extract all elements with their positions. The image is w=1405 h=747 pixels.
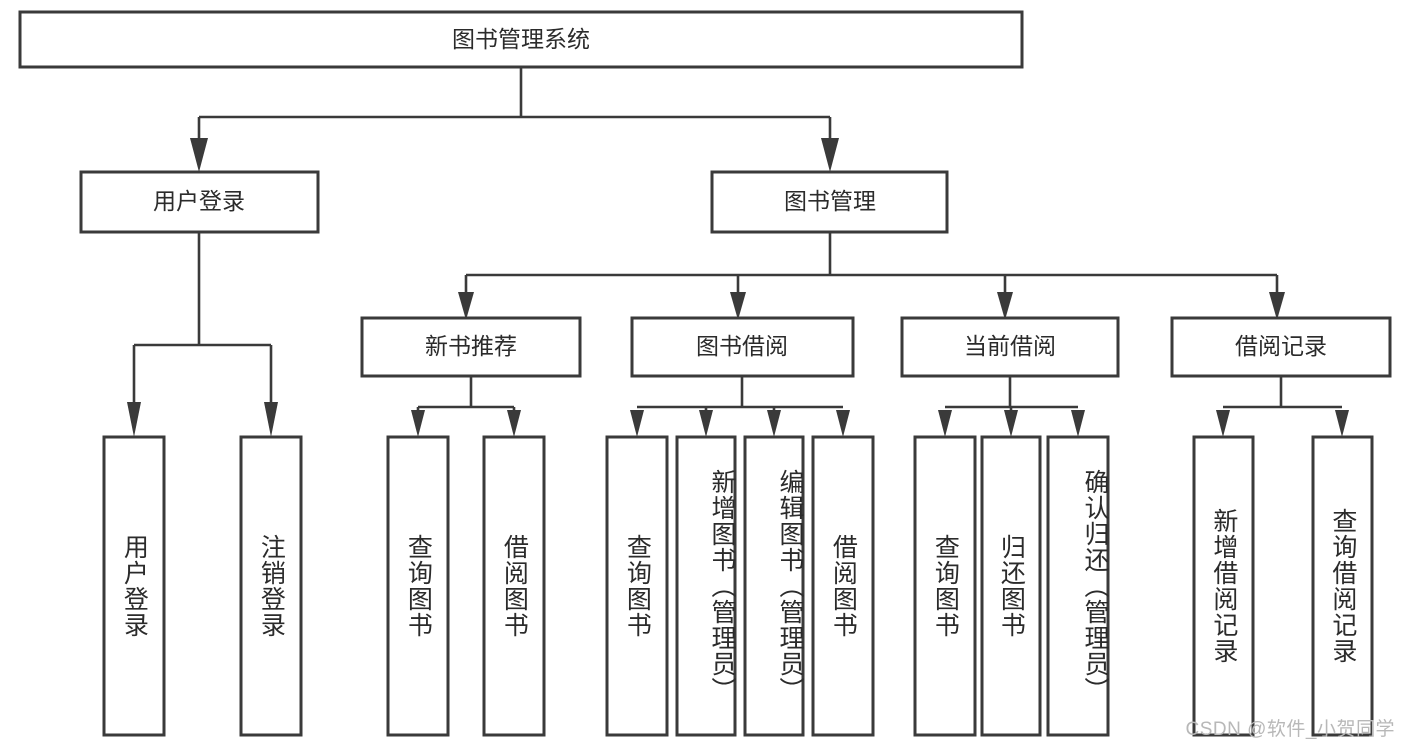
node-borrow-record-label: 借阅记录 bbox=[1235, 333, 1327, 359]
arrow-head-leaf-borrow-1 bbox=[507, 410, 521, 437]
arrow-head-leaf-query-1 bbox=[411, 410, 425, 437]
node-new-book-recommend-box[interactable] bbox=[360, 316, 582, 378]
arrow-head-new-book bbox=[458, 292, 474, 320]
node-leaf-borrow-book-2-box[interactable] bbox=[811, 435, 875, 737]
csdn-watermark: CSDN @软件_小贺同学 bbox=[1185, 719, 1395, 740]
node-book-borrow-box[interactable] bbox=[630, 316, 855, 378]
node-leaf-query-book-3-box[interactable] bbox=[913, 435, 977, 737]
connector-group-root-to-level2 bbox=[190, 67, 839, 172]
arrow-head-leaf-user-login bbox=[127, 402, 141, 437]
arrow-head-current-borrow bbox=[997, 292, 1013, 320]
node-user-login-label: 用户登录 bbox=[153, 188, 245, 214]
connector-group-book-borrow-to-leaves bbox=[630, 376, 850, 437]
arrow-head-leaf-edit-book bbox=[767, 410, 781, 437]
node-leaf-borrow-book-1-box[interactable] bbox=[482, 435, 546, 737]
arrow-head-leaf-confirm-return bbox=[1071, 410, 1085, 437]
connector-group-book-management-to-level3 bbox=[458, 232, 1285, 320]
connector-group-user-login-to-leaves bbox=[127, 232, 278, 437]
node-leaf-query-book-2-box[interactable] bbox=[605, 435, 669, 737]
node-root-box[interactable] bbox=[18, 10, 1024, 69]
arrow-head-leaf-query-3 bbox=[938, 410, 952, 437]
node-leaf-edit-book-admin-box[interactable] bbox=[743, 435, 805, 737]
arrow-head-borrow-record bbox=[1269, 292, 1285, 320]
arrow-head-leaf-add-record bbox=[1216, 410, 1230, 437]
node-new-book-recommend-label: 新书推荐 bbox=[425, 333, 517, 359]
node-leaf-confirm-return-admin-box[interactable] bbox=[1046, 435, 1110, 737]
arrow-head-book-borrow bbox=[730, 292, 746, 320]
connector-group-current-borrow-to-leaves bbox=[938, 376, 1085, 437]
node-book-management-label: 图书管理 bbox=[784, 188, 876, 214]
node-leaf-query-borrow-record-box[interactable] bbox=[1311, 435, 1374, 737]
node-book-borrow-label: 图书借阅 bbox=[696, 333, 788, 359]
arrow-head-leaf-borrow-2 bbox=[836, 410, 850, 437]
arrow-head-user-login bbox=[190, 138, 208, 172]
arrow-head-leaf-query-record bbox=[1335, 410, 1349, 437]
node-leaf-add-borrow-record-box[interactable] bbox=[1192, 435, 1255, 737]
arrow-head-leaf-add-book bbox=[699, 410, 713, 437]
arrow-head-leaf-return-book bbox=[1004, 410, 1018, 437]
arrow-head-leaf-query-2 bbox=[630, 410, 644, 437]
arrow-head-leaf-logout bbox=[264, 402, 278, 437]
node-current-borrow-label: 当前借阅 bbox=[964, 333, 1056, 359]
connector-group-new-book-to-leaves bbox=[411, 376, 521, 437]
node-leaf-query-book-1-box[interactable] bbox=[386, 435, 450, 737]
node-root-label: 图书管理系统 bbox=[452, 26, 590, 52]
node-borrow-record-box[interactable] bbox=[1170, 316, 1392, 378]
node-current-borrow-box[interactable] bbox=[900, 316, 1120, 378]
connector-group-borrow-record-to-leaves bbox=[1216, 376, 1349, 437]
node-leaf-logout-login-box[interactable] bbox=[239, 435, 303, 737]
node-leaf-return-book-box[interactable] bbox=[980, 435, 1042, 737]
node-leaf-add-book-admin-box[interactable] bbox=[675, 435, 737, 737]
node-leaf-user-login-box[interactable] bbox=[102, 435, 166, 737]
arrow-head-book-management bbox=[821, 138, 839, 172]
node-user-login-box[interactable] bbox=[79, 170, 320, 234]
node-book-management-box[interactable] bbox=[710, 170, 949, 234]
